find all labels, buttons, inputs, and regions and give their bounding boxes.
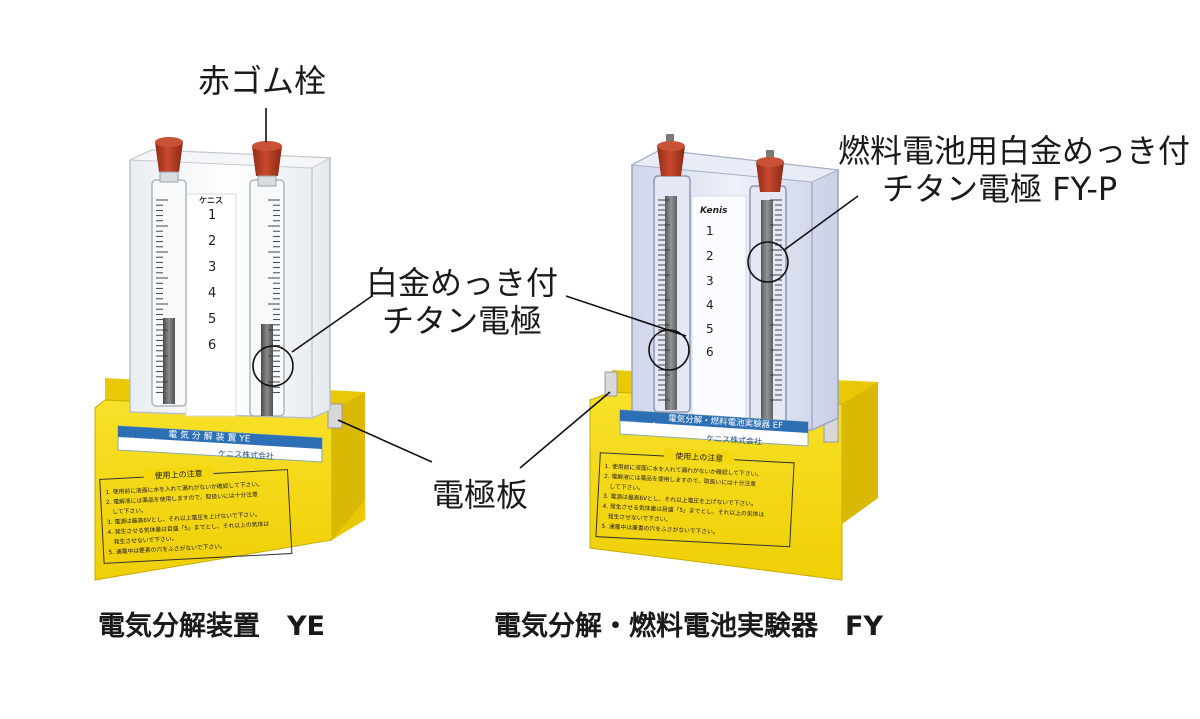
right-maker-name: ケニス株式会社 [706, 433, 763, 446]
left-scale-number-3: 3 [208, 260, 216, 275]
leader-left-plate [337, 419, 433, 463]
right-scale-number-5: 5 [706, 322, 714, 336]
left-scale-number-1: 1 [208, 208, 216, 223]
callout-fuel-cell-electrode-line1: 燃料電池用白金めっき付 [838, 132, 1191, 170]
caption-right-device: 電気分解・燃料電池実験器 FY [494, 611, 883, 642]
right-tube-2 [749, 185, 787, 427]
callout-fuel-cell-electrode-line2: チタン電極 FY-P [882, 170, 1118, 208]
left-scale-number-5: 5 [208, 312, 216, 327]
left-tube-1 [151, 179, 187, 407]
right-scale-number-6: 6 [706, 345, 714, 359]
leader-left-electrode [291, 295, 373, 353]
leader-right-electrode [565, 295, 687, 337]
left-notice-line: 発生させないで下さい。 [108, 534, 178, 546]
left-brand-logo: Kenis [124, 435, 161, 451]
left-device: ケニス 1 2 3 4 5 6 電 気 分 解 装 置 YE Kenis ケニス… [94, 137, 365, 581]
right-scale-ticks [658, 199, 782, 401]
right-scale-number-3: 3 [706, 274, 714, 288]
callout-red-stopper: 赤ゴム栓 [198, 62, 327, 100]
right-scale-number-4: 4 [706, 298, 714, 312]
left-electrode-marker-circle [252, 345, 294, 387]
callout-electrode-plate: 電極板 [432, 476, 529, 514]
right-notice-line: 発生させないで下さい。 [602, 512, 672, 524]
left-scale-number-6: 6 [208, 338, 216, 353]
left-notice-title: 使用上の注意 [154, 468, 202, 480]
right-tube-1 [653, 175, 691, 413]
caption-left-device: 電気分解装置 YE [98, 611, 325, 642]
right-scale-number-1: 1 [706, 224, 714, 238]
fuel-cell-electrode-marker-circle [747, 241, 789, 283]
callout-platinum-electrode-line1: 白金めっき付 [366, 264, 559, 302]
left-label-strip: 電 気 分 解 装 置 YE Kenis ケニス株式会社 [117, 425, 323, 463]
right-notice-line: して下さい。 [603, 483, 644, 492]
callout-leaders [252, 108, 859, 469]
right-stopper-1 [657, 134, 685, 176]
left-scale-ticks [156, 199, 280, 393]
left-stopper-2 [252, 141, 282, 187]
left-maker-name: ケニス株式会社 [218, 448, 274, 461]
right-window-brand: Kenis [700, 206, 728, 216]
callout-platinum-electrode-line2: チタン電極 [382, 302, 543, 340]
left-stopper-1 [155, 137, 183, 183]
left-notice-line: して下さい。 [106, 507, 147, 516]
left-scale-number-2: 2 [208, 234, 216, 249]
right-stopper-2 [756, 150, 784, 192]
leader-right-plate [519, 391, 611, 469]
left-scale-number-4: 4 [208, 286, 216, 301]
right-device: Kenis 1 2 3 4 5 6 電気分解・燃料電池実験器 EF Kenis … [589, 134, 878, 581]
right-notice-title: 使用上の注意 [675, 451, 723, 463]
leader-fuel-cell-electrode [783, 195, 859, 251]
right-brand-logo: Kenis [625, 419, 662, 435]
left-window-label: ケニス [199, 196, 223, 205]
right-scale-number-2: 2 [706, 249, 714, 263]
